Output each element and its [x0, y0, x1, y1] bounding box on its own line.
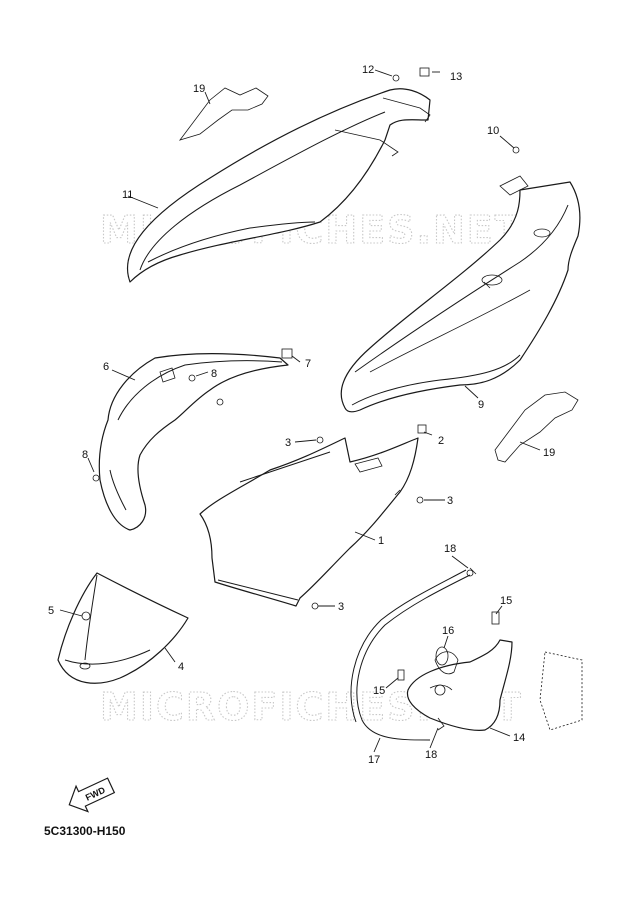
callout-8-upper[interactable]: 8: [211, 368, 217, 380]
callout-15-lower[interactable]: 15: [373, 685, 385, 697]
callout-14[interactable]: 14: [513, 732, 525, 744]
part-3-screw-lower[interactable]: [311, 602, 319, 610]
part-8-screw-lower[interactable]: [92, 474, 100, 482]
part-2-clip[interactable]: [417, 424, 427, 434]
callout-19-left[interactable]: 19: [193, 83, 205, 95]
part-18-clamp-lower[interactable]: [437, 717, 445, 731]
part-1-lower-side-panel[interactable]: [199, 437, 419, 607]
part-13-bolt[interactable]: [419, 67, 430, 77]
part-15-bolt-upper[interactable]: [491, 611, 500, 625]
callout-8-lower[interactable]: 8: [82, 449, 88, 461]
part-10-screw[interactable]: [512, 146, 520, 154]
callout-12[interactable]: 12: [362, 64, 374, 76]
callout-7[interactable]: 7: [305, 358, 311, 370]
part-8-screw-upper[interactable]: [188, 374, 196, 382]
part-3-screw-right[interactable]: [416, 496, 424, 504]
callout-6[interactable]: 6: [103, 361, 109, 373]
part-7-clip[interactable]: [281, 348, 293, 359]
callout-3-upper[interactable]: 3: [285, 437, 291, 449]
part-14-bracket[interactable]: [406, 639, 583, 731]
part-16-grommet[interactable]: [435, 646, 449, 666]
callout-18-lower[interactable]: 18: [425, 749, 437, 761]
part-15-bolt-lower[interactable]: [397, 669, 405, 681]
callout-3-lower[interactable]: 3: [338, 601, 344, 613]
callout-10[interactable]: 10: [487, 125, 499, 137]
part-18-clamp-upper[interactable]: [469, 567, 477, 575]
callout-13[interactable]: 13: [450, 71, 462, 83]
callout-19-right[interactable]: 19: [543, 447, 555, 459]
part-3-screw-upper[interactable]: [316, 436, 324, 444]
callout-labels: 11 12 13 10 19 6 8 7 8 3 2 3 1 3 5 4 9 1…: [48, 64, 555, 766]
callout-3-right[interactable]: 3: [447, 495, 453, 507]
part-19-emblem-left[interactable]: [178, 87, 269, 141]
part-4-front-lower-cover[interactable]: [57, 572, 189, 684]
part-19-emblem-right[interactable]: [494, 391, 579, 463]
part-11-side-rail[interactable]: [126, 88, 431, 283]
leader-lines: [59, 69, 541, 753]
callout-9[interactable]: 9: [478, 399, 484, 411]
callout-11[interactable]: 11: [122, 189, 133, 201]
fwd-arrow-shape: [68, 777, 116, 813]
callout-16[interactable]: 16: [442, 625, 454, 637]
callout-15-upper[interactable]: 15: [500, 595, 512, 607]
part-17-cable[interactable]: [350, 569, 474, 741]
callout-1[interactable]: 1: [378, 535, 384, 547]
fwd-arrow: FWD: [68, 777, 116, 813]
callout-17[interactable]: 17: [368, 754, 380, 766]
callout-4[interactable]: 4: [178, 661, 184, 673]
callout-2[interactable]: 2: [438, 435, 444, 447]
part-6-inner-panel[interactable]: [98, 352, 289, 531]
part-12-screw[interactable]: [392, 74, 400, 82]
callout-5[interactable]: 5: [48, 605, 54, 617]
diagram-code: 5C31300-H150: [44, 824, 126, 838]
part-9-side-cover[interactable]: [340, 175, 581, 413]
callout-18-upper[interactable]: 18: [444, 543, 456, 555]
